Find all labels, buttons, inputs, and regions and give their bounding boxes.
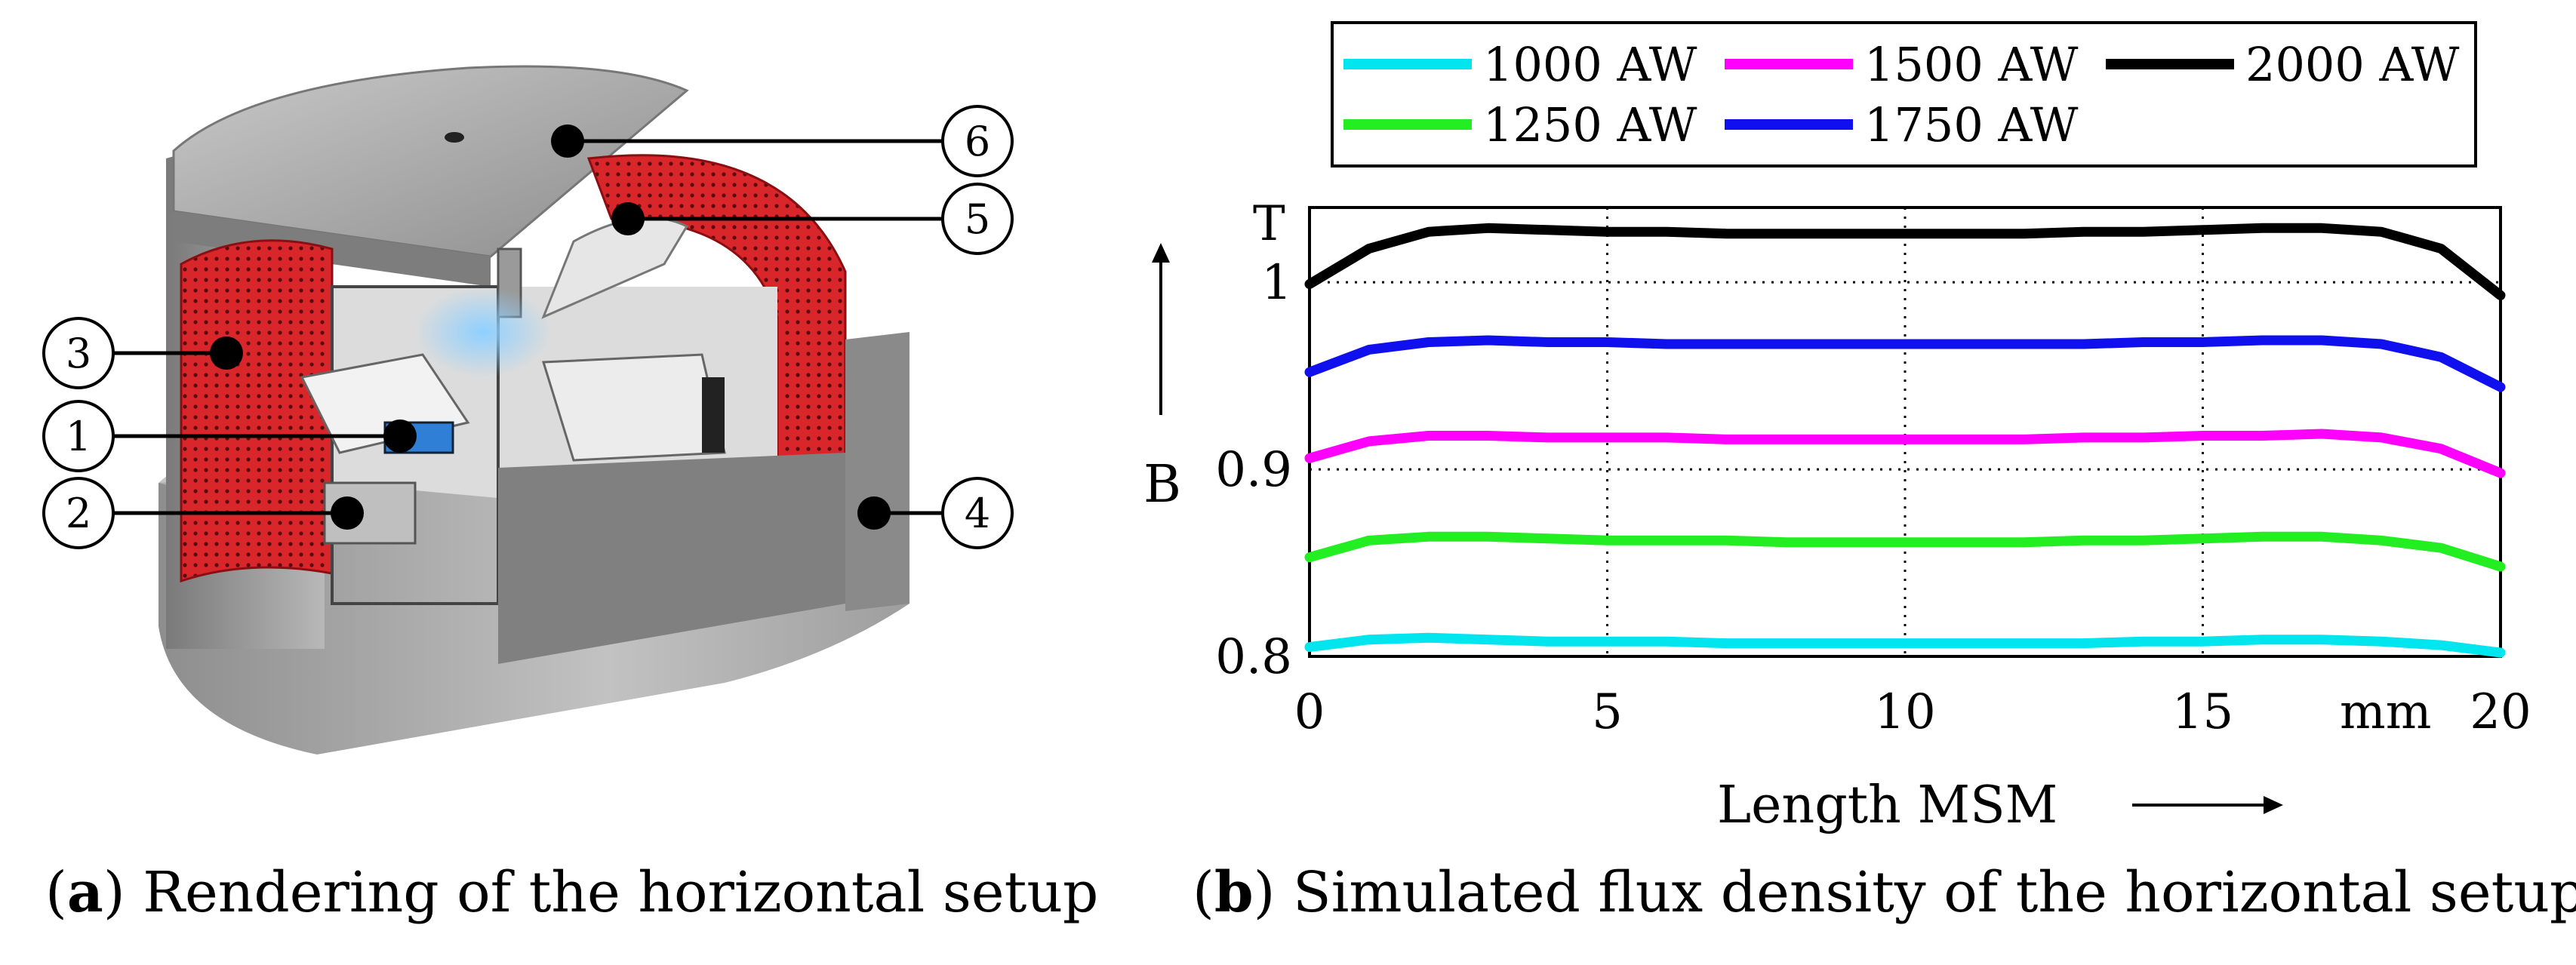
x-tick-label: 15 xyxy=(2172,684,2233,740)
callout-label: 1 xyxy=(66,413,91,460)
callout-1: 1 xyxy=(42,400,417,472)
series-line-1250-aw xyxy=(1304,531,2506,572)
caption-b-text: Simulated flux density of the horizontal… xyxy=(1275,860,2576,925)
callout-label: 5 xyxy=(965,195,990,243)
legend-label: 1500 AW xyxy=(1864,37,2079,92)
right-yoke xyxy=(845,332,909,611)
legend-box xyxy=(1331,21,2477,167)
x-axis-arrow xyxy=(2132,796,2283,814)
callout-2: 2 xyxy=(42,477,364,549)
holder-right xyxy=(541,353,726,462)
legend-label: 1750 AW xyxy=(1864,97,2079,152)
callout-5: 5 xyxy=(611,183,1014,255)
x-tick-labels: 0 5 10 15 20 xyxy=(1294,684,2531,740)
x-unit-label: mm xyxy=(2340,684,2431,740)
callout-label: 4 xyxy=(965,490,990,537)
y-tick-label: 0.9 xyxy=(1215,442,1292,498)
series-line-1500-aw xyxy=(1304,429,2506,478)
screw xyxy=(702,377,725,453)
x-axis-label: Length MSM xyxy=(1717,776,2057,835)
caption-a: (a) Rendering of the horizontal setup xyxy=(45,860,1099,925)
y-unit-label: T xyxy=(1253,196,1285,252)
series-lines xyxy=(1304,223,2506,658)
callout-4: 4 xyxy=(857,477,1014,549)
plot-frame xyxy=(1308,206,2502,658)
y-axis-label: B xyxy=(1143,455,1181,515)
series-line-2000-aw xyxy=(1304,223,2506,300)
series-line-1750-aw xyxy=(1304,335,2506,392)
callout-3: 3 xyxy=(42,317,243,389)
setup-rendering: 6 5 3 1 2 4 xyxy=(42,65,1014,754)
caption-a-text: Rendering of the horizontal setup xyxy=(125,860,1099,925)
cut-face xyxy=(498,453,845,664)
x-tick-label: 10 xyxy=(1874,684,1935,740)
caption-a-letter: a xyxy=(66,860,103,925)
caption-b: (b) Simulated flux density of the horizo… xyxy=(1193,860,2576,925)
x-tick-label: 0 xyxy=(1294,684,1325,740)
callout-label: 6 xyxy=(965,118,990,165)
legend-label: 2000 AW xyxy=(2245,37,2460,92)
legend-label: 1000 AW xyxy=(1483,37,1697,92)
left-coil xyxy=(180,239,334,583)
series-line-1000-aw xyxy=(1304,632,2506,658)
callout-6: 6 xyxy=(551,105,1014,177)
x-tick-label: 20 xyxy=(2470,684,2531,740)
y-tick-labels: 0.8 0.9 1 xyxy=(1215,255,1292,685)
field-glow xyxy=(415,287,551,377)
y-tick-label: 1 xyxy=(1261,255,1292,311)
x-tick-label: 5 xyxy=(1592,684,1623,740)
callout-label: 2 xyxy=(66,490,91,537)
y-axis-arrow xyxy=(1152,243,1170,415)
top-plate xyxy=(172,65,689,258)
callout-label: 3 xyxy=(66,330,91,377)
chamber-frame xyxy=(331,285,500,605)
legend-label: 1250 AW xyxy=(1483,97,1697,152)
caption-b-letter: b xyxy=(1214,860,1254,925)
y-tick-label: 0.8 xyxy=(1215,629,1292,685)
top-plate-hole xyxy=(445,132,464,143)
